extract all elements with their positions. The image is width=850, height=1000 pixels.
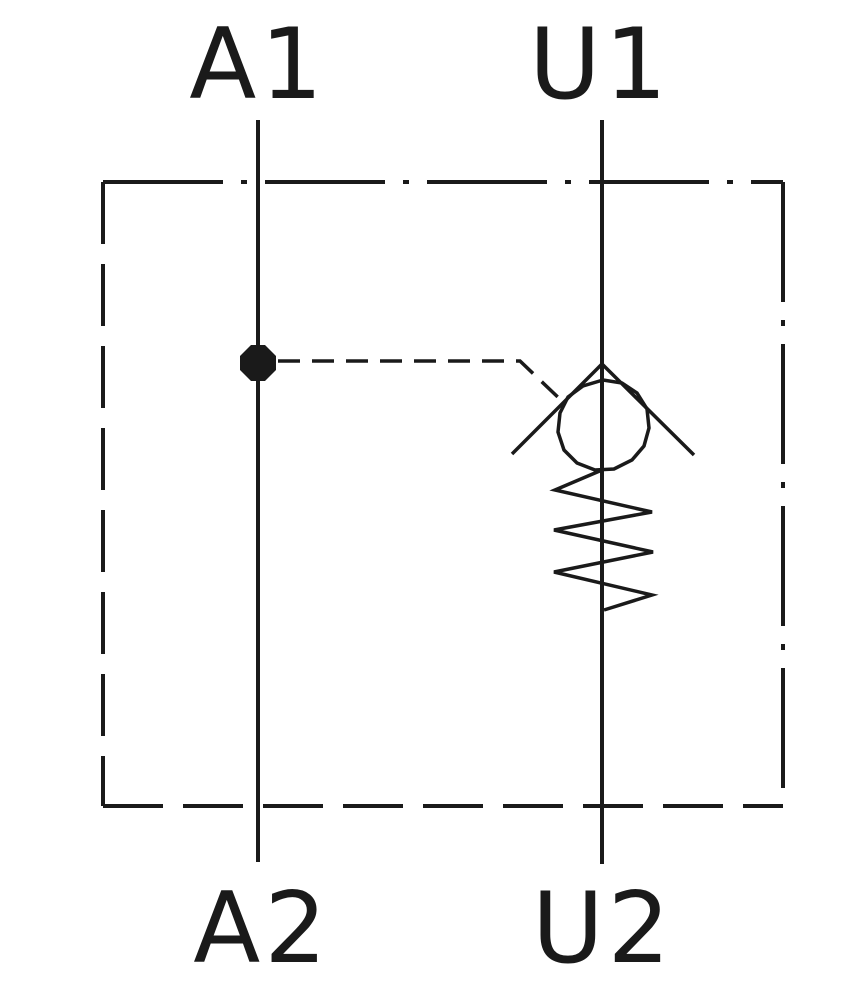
- port-label-a1: A1: [189, 8, 327, 122]
- port-label-u2: U2: [531, 872, 675, 986]
- port-label-u1: U1: [528, 8, 672, 122]
- spring-icon: [549, 468, 659, 612]
- valve-enclosure: [101, 180, 785, 808]
- port-label-a2: A2: [193, 872, 331, 986]
- check-valve-seat: [510, 361, 696, 457]
- pilot-line: [278, 359, 565, 404]
- junction-dot-icon: [240, 345, 276, 381]
- check-valve-ball-icon: [556, 378, 651, 472]
